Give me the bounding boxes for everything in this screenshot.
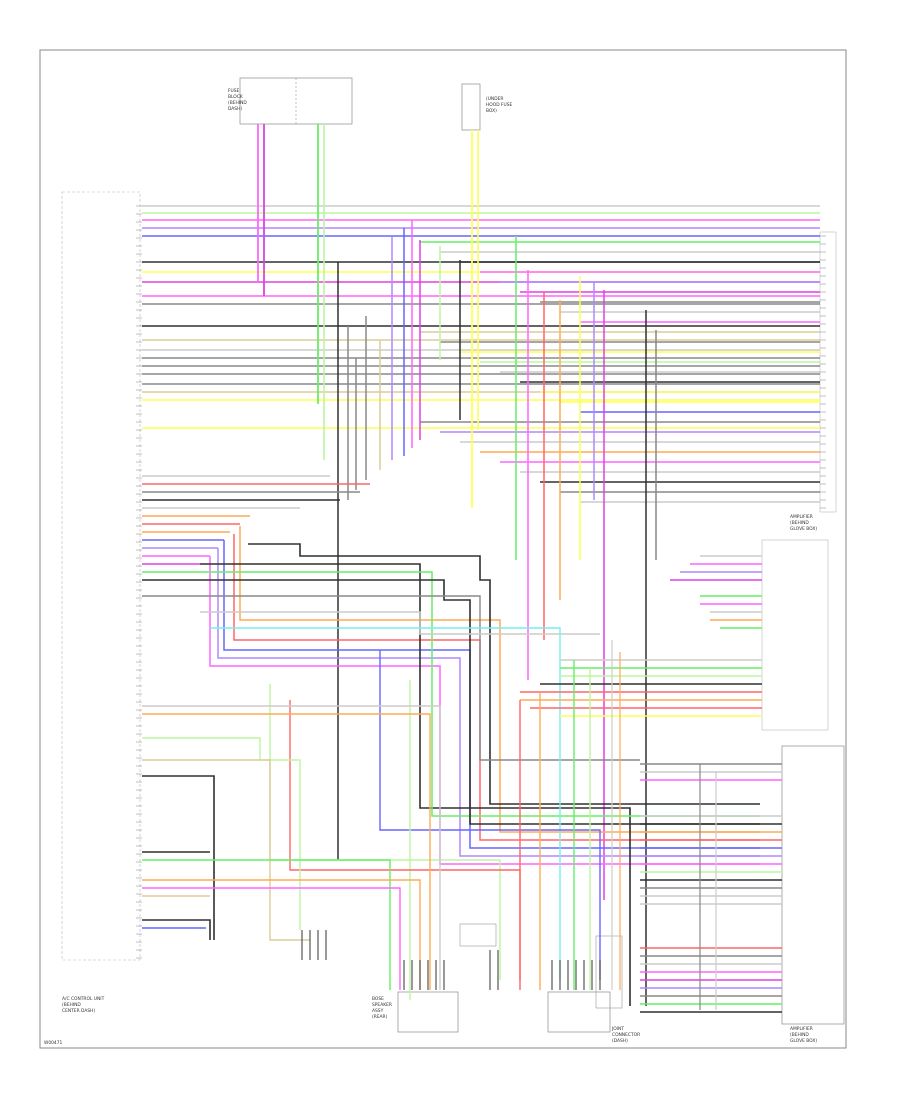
bottom-right-box: JOINT CONNECTOR (DASH): [547, 935, 640, 1044]
fuse-box-line-2: BLOCK: [228, 94, 243, 100]
right-lower-box: AMPLIFIER (BEHIND GLOVE BOX): [781, 745, 845, 1044]
right-lower-caption-3: GLOVE BOX): [790, 1038, 817, 1044]
left-connector-caption-2: (BEHIND: [62, 1002, 81, 1008]
fuse-box-line-1: FUSE: [228, 88, 240, 94]
bottom-right-caption-2: CONNECTOR: [612, 1032, 640, 1038]
wire-113: [142, 919, 211, 940]
footer-code: W00471: [44, 1040, 63, 1046]
bottom-center-caption-2: SPEAKER: [372, 1002, 392, 1008]
bottom-right-caption-3: (DASH): [612, 1038, 628, 1044]
fuse-box-2-line-1: (UNDER: [486, 96, 503, 102]
right-lower-caption-2: (BEHIND: [790, 1032, 809, 1038]
wire-92: [248, 543, 760, 805]
wire-89: [223, 540, 760, 849]
wire-97: [200, 611, 600, 635]
wire-107: [142, 775, 215, 940]
fuse-box-2: (UNDER HOOD FUSE BOX): [461, 83, 513, 131]
right-connector-caption-2: (BEHIND: [790, 520, 809, 526]
wire-109: [142, 859, 391, 990]
fuse-box-line-4: DASH): [228, 106, 242, 112]
bottom-right-caption-1: JOINT: [611, 1026, 624, 1032]
wire-93: [200, 563, 631, 1006]
wire-110: [142, 879, 421, 990]
fuse-box-line-3: (BEHIND: [228, 100, 247, 106]
right-connector-caption-3: GLOVE BOX): [790, 526, 817, 532]
wire-95: [190, 579, 760, 825]
wire-91: [209, 556, 760, 865]
bottom-mid-box: [459, 923, 497, 947]
right-lower-caption-1: AMPLIFIER: [790, 1026, 813, 1032]
fuse-box: FUSE BLOCK (BEHIND DASH): [228, 77, 353, 125]
mid-right-connector: [761, 539, 829, 731]
wire-layer: [142, 124, 820, 1013]
wire-111: [142, 887, 401, 990]
bottom-center-caption-4: (REAR): [372, 1014, 388, 1020]
wire-104: [142, 713, 431, 990]
bottom-center-caption-1: BOSE: [372, 996, 384, 1002]
wire-87: [239, 526, 760, 833]
wire-105: [142, 737, 301, 930]
wire-99: [379, 650, 601, 980]
bottom-center-caption-3: ASSY: [372, 1008, 384, 1014]
wire-98: [210, 627, 561, 980]
right-connector-caption-1: AMPLIFIER: [790, 514, 813, 520]
pin-layer: [136, 205, 826, 990]
fuse-box-2-line-3: BOX): [486, 108, 497, 114]
left-connector-caption-3: CENTER DASH): [62, 1008, 95, 1014]
diagram-frame: [39, 49, 847, 1049]
left-connector: A/C CONTROL UNIT (BEHIND CENTER DASH): [61, 191, 141, 1014]
bottom-center-box: BOSE SPEAKER ASSY (REAR): [372, 991, 459, 1033]
wire-94: [196, 571, 760, 817]
wire-106: [142, 759, 310, 941]
wire-103: [142, 705, 441, 990]
fuse-box-2-line-2: HOOD FUSE: [486, 102, 513, 108]
left-connector-caption-1: A/C CONTROL UNIT: [62, 996, 105, 1002]
